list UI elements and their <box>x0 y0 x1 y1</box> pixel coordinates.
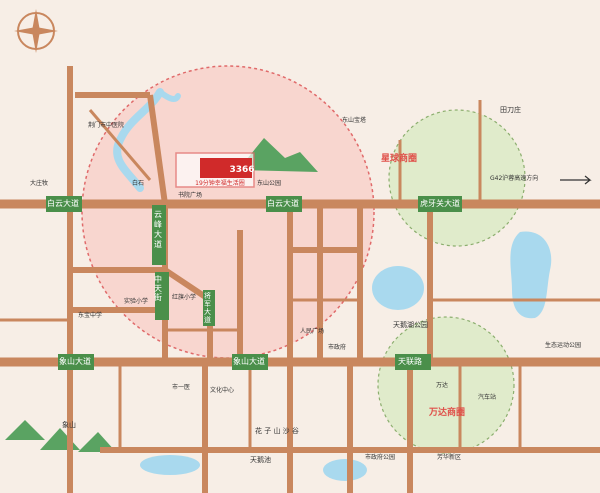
label-huazi: 花 子 山 沙 谷 <box>255 427 299 435</box>
label-tianhe-pond: 天鹅池 <box>250 456 271 464</box>
road-label-xiangshan-west: 象山大道 <box>59 357 91 366</box>
road-label-huya: 虎牙关大道 <box>420 199 460 208</box>
road-label-jiangjun: 将军大道 <box>204 292 211 324</box>
minor-roads <box>0 100 600 450</box>
label-wanda: 万达 <box>436 382 449 389</box>
road-label-tianlian: 天联路 <box>398 357 422 366</box>
label-shizhengfu: 市政府 <box>328 344 347 351</box>
project-subtitle: 19分钟幸福生活圈 <box>195 179 245 187</box>
hill-sw-2 <box>40 428 80 450</box>
road-label-yunyu: 云峰大道 <box>154 210 162 249</box>
label-dongshan-park: 东山公园 <box>257 180 282 187</box>
label-xiangshan: 象山 <box>62 421 76 429</box>
lake-west <box>372 266 424 310</box>
label-shiyi: 市一医 <box>172 384 191 391</box>
project-brand: 3366 <box>229 165 254 175</box>
label-hongqi: 红旗小学 <box>172 294 197 301</box>
label-tiandaozhuang: 田刀庄 <box>500 106 521 114</box>
label-wenhua: 文化中心 <box>210 387 235 394</box>
project-badge <box>200 158 252 178</box>
compass-rose-icon <box>14 9 58 53</box>
road-label-xiangshan-center: 象山大道 <box>233 357 265 366</box>
district-label-xingqiu: 星球商圈 <box>381 154 418 164</box>
label-tianheng-lake: 天鹅湖公园 <box>393 321 428 329</box>
label-baidao: 白石 <box>132 180 145 187</box>
label-renmin: 人民广场 <box>300 328 325 335</box>
label-zhongxue: 东宝中学 <box>78 312 103 319</box>
lake-south-west <box>140 455 200 475</box>
hill-sw-1 <box>5 420 45 440</box>
label-shuxi: 书院广场 <box>178 192 203 199</box>
label-jinmen: 荆门市中医院 <box>88 122 125 129</box>
road-label-baiyun-west: 白云大道 <box>47 199 79 208</box>
lake-east <box>510 231 552 319</box>
label-shengwu: 生态运动公园 <box>545 342 582 349</box>
road-label-baiyun-center: 白云大道 <box>267 199 299 208</box>
hill-north <box>238 138 318 172</box>
road-labels <box>46 196 462 370</box>
direction-arrow-icon <box>560 175 592 185</box>
label-g42: G42沪蓉高速方向 <box>490 175 539 182</box>
core-zone-circle <box>81 65 375 359</box>
lake-south <box>323 459 367 481</box>
label-dongshan: 东山宝塔 <box>342 117 367 124</box>
river-head <box>157 89 181 102</box>
label-dazhu: 大庄牧 <box>30 180 49 187</box>
road-label-zhongtian: 中天街 <box>154 275 162 302</box>
district-label-wanda: 万达商圈 <box>429 408 466 418</box>
label-fanghua: 芳华新区 <box>437 454 462 461</box>
label-qiche: 汽车站 <box>478 394 497 401</box>
label-xuexiao: 实验小学 <box>124 298 149 305</box>
label-shiyuan: 市政府公园 <box>365 454 396 461</box>
